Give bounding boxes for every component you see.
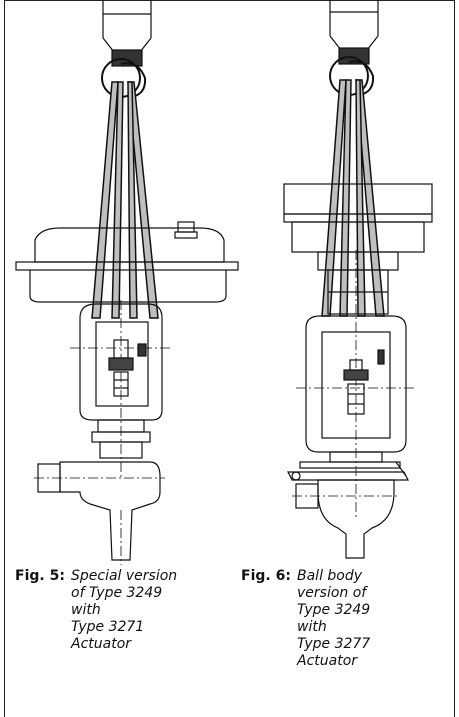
figure-caption-6: Fig. 6: Ball body version of Type 3249 w… [241,568,397,670]
fig5-crane-hook [101,0,152,98]
fig6-drawing [283,0,433,559]
figure-label: Fig. 5: [15,568,65,584]
fig5-drawing [15,0,239,565]
figure-caption-text: Special version of Type 3249 with Type 3… [71,568,178,652]
page-frame [4,0,455,717]
figure-label: Fig. 6: [241,568,291,584]
fig6-ball-body [287,451,409,559]
fig6-actuator-housing [283,183,433,315]
fig6-lifting-slings [321,79,385,317]
fig5-lifting-slings [91,81,159,319]
fig6-crane-hook [329,0,379,96]
technical-drawing [15,0,433,565]
figure-caption-text: Ball body version of Type 3249 with Type… [297,568,371,669]
fig5-yoke [70,300,172,480]
fig5-valve-body [34,419,165,565]
fig6-yoke [296,250,416,520]
fig5-actuator-housing [15,221,239,303]
figure-caption-5: Fig. 5: Special version of Type 3249 wit… [15,568,179,653]
